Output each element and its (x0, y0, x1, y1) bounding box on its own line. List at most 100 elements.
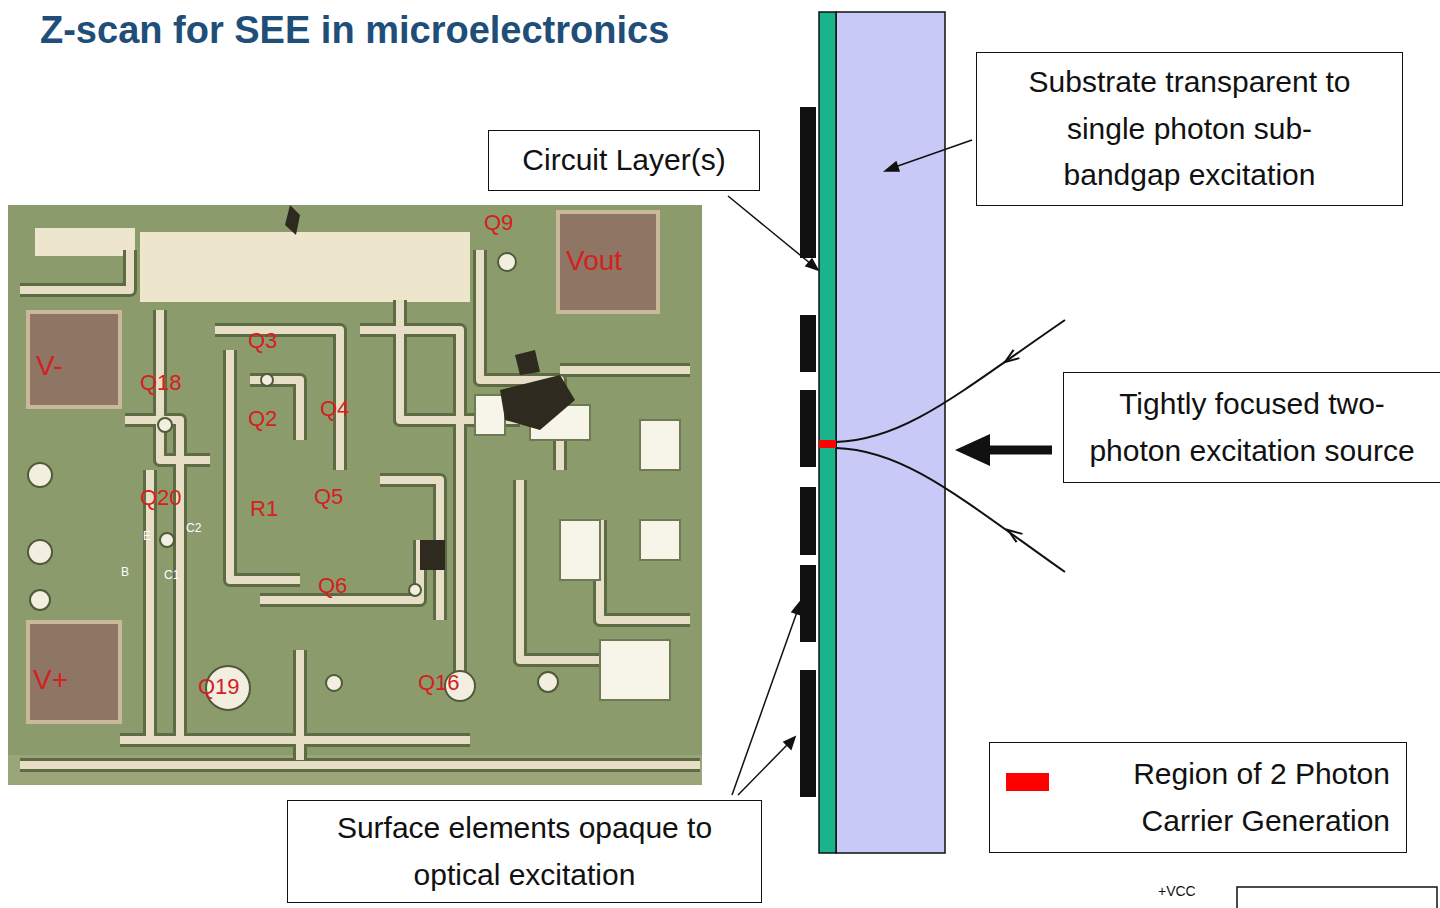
bond-pad (28, 212, 658, 722)
contact (261, 374, 273, 386)
excitation-arrow (955, 434, 1052, 466)
callout-text: Circuit Layer(s) (501, 137, 747, 184)
component-label: V+ (33, 666, 68, 694)
legend-swatch (1006, 773, 1049, 791)
contact (409, 584, 421, 596)
window (475, 395, 505, 435)
metal-trace (600, 520, 690, 620)
callout-text: Tightly focused two-photon excitation so… (1074, 381, 1430, 474)
contact (28, 540, 52, 564)
leader-line (784, 737, 795, 749)
component-label: Q2 (248, 408, 277, 430)
leader-line (895, 140, 972, 167)
contact (30, 590, 50, 610)
dark-spot (500, 375, 575, 430)
legend-item: Region of 2 Photon Carrier Generation (1065, 751, 1390, 844)
contact (160, 533, 174, 547)
focused-beam (1008, 530, 1022, 542)
callout-box: Surface elements opaque to optical excit… (287, 800, 762, 903)
dark-spot (515, 350, 540, 375)
component-label: Q20 (140, 487, 182, 509)
trace-outline (143, 470, 157, 740)
trace-outline (600, 520, 690, 620)
leader-line (732, 612, 797, 795)
trace-outline (20, 250, 130, 290)
leader-line (738, 744, 788, 795)
window (560, 520, 600, 580)
contact (538, 672, 558, 692)
dark-spot (285, 205, 575, 570)
focused-beam (836, 320, 1065, 572)
slide-title: Z-scan for SEE in microelectronics (40, 6, 669, 55)
trace-outline (360, 330, 460, 700)
metal-trace (125, 420, 180, 740)
opaque-surface-element (800, 107, 816, 258)
leader-line (885, 162, 899, 171)
contact (28, 463, 52, 487)
callout-box: Tightly focused two-photon excitation so… (1063, 372, 1440, 483)
trace-outline (125, 420, 180, 740)
metal-trace (230, 350, 300, 580)
component-label: E (143, 530, 151, 542)
device-cross-section (819, 12, 836, 853)
chip-photo (8, 205, 702, 785)
device-cross-section (836, 12, 945, 853)
bond-pad (28, 622, 120, 722)
focused-beam (836, 448, 1065, 572)
excitation-arrow (985, 446, 1052, 455)
leader-line (728, 140, 972, 795)
metal-trace (20, 761, 700, 769)
trace-outline (260, 540, 420, 600)
callout-text: Substrate transparent to single photon s… (1027, 59, 1352, 199)
focused-beam (1005, 350, 1019, 362)
contact (326, 675, 342, 691)
metal-trace (260, 540, 420, 600)
signal-name: +VCC (1158, 884, 1196, 898)
metal-trace (20, 250, 130, 290)
component-label: Q5 (314, 486, 343, 508)
component-label: Q3 (248, 330, 277, 352)
callout-text: Surface elements opaque to optical excit… (300, 805, 749, 898)
metal-trace (296, 650, 304, 760)
window (475, 395, 680, 700)
focused-beam (836, 320, 1065, 442)
component-label: R1 (250, 498, 278, 520)
component-label: Q9 (484, 212, 513, 234)
window (640, 520, 680, 560)
chip-photo (35, 228, 135, 256)
component-label: Q16 (418, 672, 460, 694)
trace-outline (20, 250, 700, 765)
opaque-surface-element (800, 107, 816, 797)
schematic-fragment (1237, 887, 1437, 908)
bond-pad (558, 212, 658, 312)
excitation-arrow (955, 434, 990, 466)
component-label: Vout (566, 247, 622, 275)
metal-trace (20, 250, 700, 765)
leader-line (792, 602, 801, 615)
carrier-generation-region (819, 440, 836, 448)
window (600, 640, 670, 700)
contact (28, 253, 558, 710)
component-label: B (121, 566, 129, 578)
component-label: Q19 (198, 676, 240, 698)
metal-trace (360, 330, 460, 700)
metal-trace (146, 470, 154, 740)
leader-line (728, 196, 811, 264)
component-label: Q18 (140, 372, 182, 394)
component-label: V- (36, 352, 62, 380)
callout-box: Circuit Layer(s) (488, 130, 760, 191)
metal-trace (560, 366, 690, 374)
callout-box: Substrate transparent to single photon s… (976, 52, 1403, 206)
bond-pad (28, 312, 120, 407)
device-cross-section (800, 12, 945, 853)
metal-trace (520, 480, 640, 660)
window (640, 420, 680, 470)
opaque-surface-element (800, 315, 816, 372)
legend-text: Region of 2 Photon Carrier Generation (1065, 751, 1390, 844)
component-label: Q4 (320, 398, 349, 420)
trace-outline (560, 363, 690, 377)
dark-spot (420, 540, 445, 570)
component-label: C2 (186, 522, 201, 534)
leader-line (806, 259, 818, 270)
